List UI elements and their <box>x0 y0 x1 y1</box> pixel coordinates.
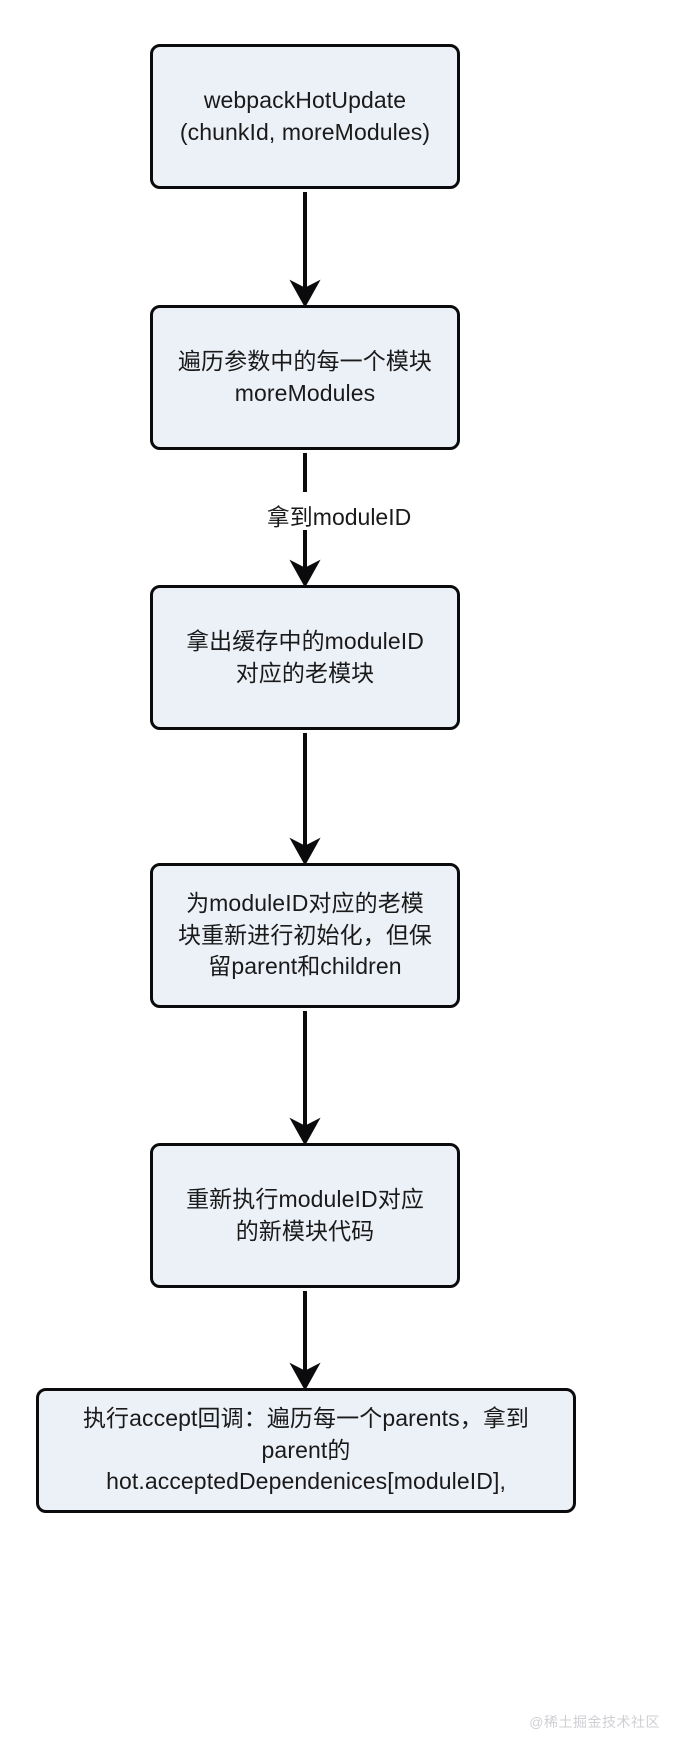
flow-node-webpack-hot-update[interactable]: webpackHotUpdate (chunkId, moreModules) <box>150 44 460 189</box>
flow-node-label: webpackHotUpdate (chunkId, moreModules) <box>179 86 431 145</box>
flow-node-run-accept-callbacks[interactable]: 执行accept回调：遍历每一个parents，拿到 parent的 hot.a… <box>36 1388 576 1513</box>
flow-node-execute-new-module-code[interactable]: 重新执行moduleID对应 的新模块代码 <box>150 1143 460 1288</box>
flow-node-label: 为moduleID对应的老模 块重新进行初始化，但保 留parent和child… <box>177 889 433 980</box>
flow-node-label: 遍历参数中的每一个模块 moreModules <box>177 347 433 406</box>
flow-node-label: 执行accept回调：遍历每一个parents，拿到 parent的 hot.a… <box>82 1404 530 1495</box>
flow-node-iterate-more-modules[interactable]: 遍历参数中的每一个模块 moreModules <box>150 305 460 450</box>
edge-label-get-module-id: 拿到moduleID <box>266 504 412 530</box>
watermark-label: @稀土掘金技术社区 <box>529 1714 660 1730</box>
flow-node-label: 重新执行moduleID对应 的新模块代码 <box>186 1185 424 1244</box>
flow-node-reinit-old-module[interactable]: 为moduleID对应的老模 块重新进行初始化，但保 留parent和child… <box>150 863 460 1008</box>
flow-node-get-cached-old-module[interactable]: 拿出缓存中的moduleID 对应的老模块 <box>150 585 460 730</box>
flow-node-label: 拿出缓存中的moduleID 对应的老模块 <box>186 627 424 686</box>
